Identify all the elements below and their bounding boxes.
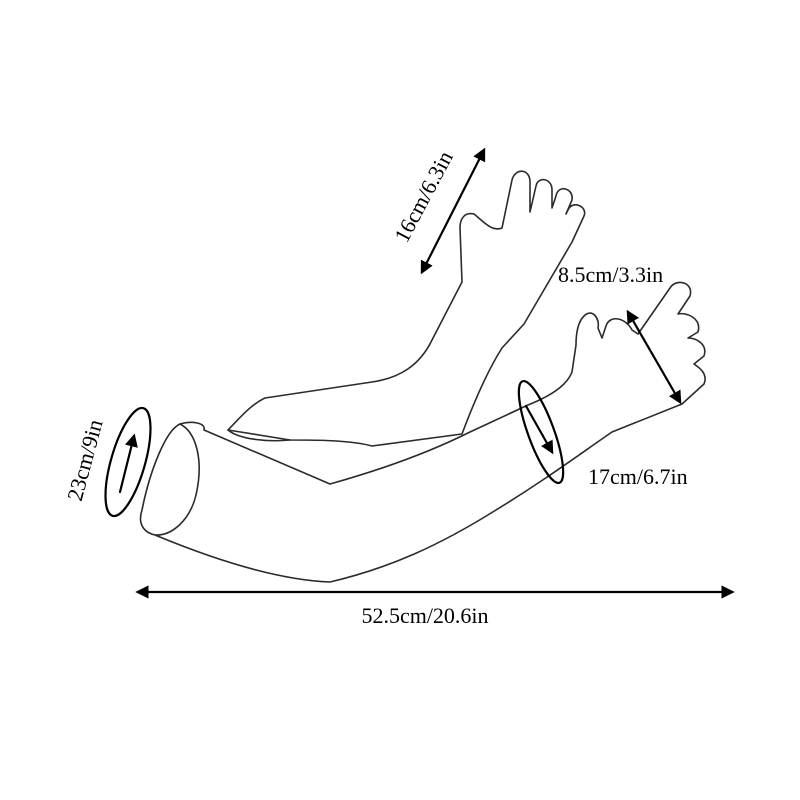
length-label: 52.5cm/20.6in <box>361 603 488 628</box>
length-dimension: 52.5cm/20.6in <box>135 585 735 628</box>
front-sleeve-outline <box>139 281 706 583</box>
palm-width-arrow <box>626 309 682 405</box>
upper-circumference-ring <box>104 406 152 518</box>
hand-length-arrow <box>420 147 486 275</box>
wrist-circumference-ring <box>517 379 565 485</box>
hand-length-label: 16cm/6.3in <box>389 147 458 247</box>
front-sleeve-opening-rim <box>154 423 200 536</box>
back-sleeve <box>227 170 586 447</box>
palm-width-dimension: 8.5cm/3.3in <box>558 262 682 405</box>
upper-circumference-label: 23cm/9in <box>62 417 108 504</box>
front-sleeve <box>139 281 706 583</box>
back-sleeve-cuff-line <box>227 429 291 442</box>
wrist-circumference-arrow <box>524 404 554 455</box>
upper-circumference-arrow <box>118 433 138 494</box>
back-sleeve-outline <box>227 170 586 447</box>
wrist-circumference-dimension: 17cm/6.7in <box>517 379 688 489</box>
wrist-circumference-label: 17cm/6.7in <box>588 464 688 489</box>
palm-width-label: 8.5cm/3.3in <box>558 262 663 287</box>
